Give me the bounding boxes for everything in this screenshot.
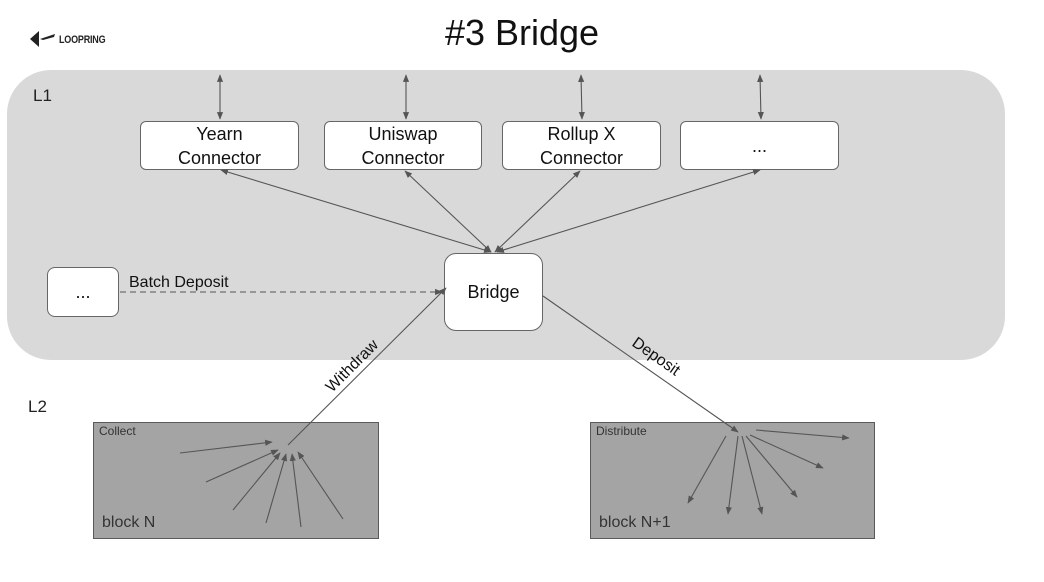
loopring-logo: LOOPRING [30,28,106,50]
l2-label: L2 [28,397,47,416]
bridge-yearn-arrow [220,169,492,253]
block-n-label: block N [102,514,156,531]
collect-arrow [232,452,281,511]
distribute-arrow [755,429,850,441]
withdraw-arrow [287,287,447,446]
more-external-arrow [757,74,764,120]
collect-label: Collect [99,424,136,438]
block-n-plus-1-label: block N+1 [599,514,671,531]
batch-source-box: ... [47,267,119,317]
bridge-uniswap-arrow [404,170,492,253]
deposit-arrow [542,295,739,433]
batch-deposit-label: Batch Deposit [129,274,229,291]
deposit-label: Deposit [629,334,684,379]
distribute-arrow [749,434,824,469]
yearn-connector-box: Yearn Connector [140,121,299,170]
collect-arrow [205,449,279,483]
bridge-more-arrow [496,169,761,253]
more-connectors-box: ... [680,121,839,170]
withdraw-label: Withdraw [323,336,382,395]
loopring-logo-icon [30,31,55,47]
distribute-label: Distribute [596,424,647,438]
collect-arrow [265,453,288,524]
block-n: Collect block N [93,422,379,539]
bridge-box: Bridge [444,253,543,331]
l1-label: L1 [33,86,52,105]
distribute-arrow [687,435,727,504]
distribute-arrow [741,435,764,515]
collect-arrow [297,451,344,520]
distribute-arrow [745,435,798,498]
rollupx-connector-box: Rollup X Connector [502,121,661,170]
collect-arrow [289,453,302,528]
logo-text: LOOPRING [59,32,106,46]
page-title: #3 Bridge [444,12,600,53]
rollupx-external-arrow [578,74,585,120]
collect-arrow [179,439,273,454]
distribute-arrow [725,435,739,515]
